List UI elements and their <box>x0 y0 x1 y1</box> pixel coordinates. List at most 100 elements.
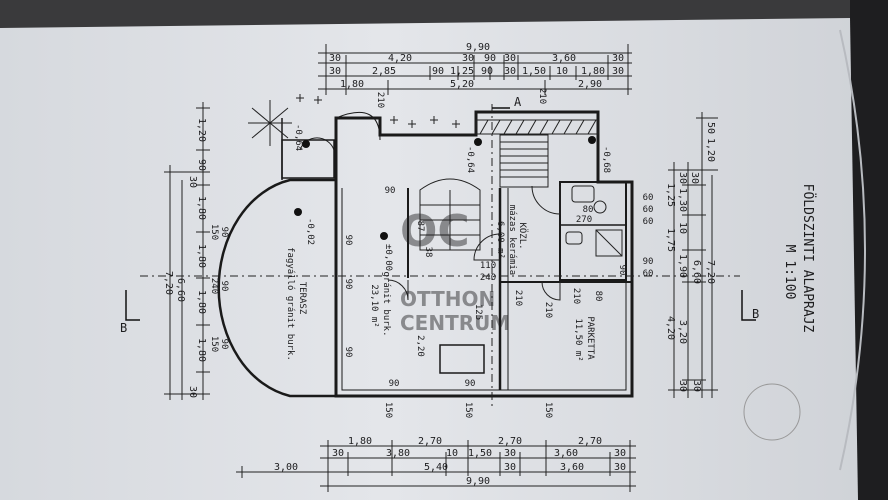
level-markers <box>294 136 596 240</box>
drawing-title: FÖLDSZINTI ALAPRAJZ <box>800 184 817 333</box>
level-label: -0,64 <box>293 124 303 151</box>
dim-bottom: 2,70 <box>578 436 602 447</box>
paper-sheet <box>0 18 858 500</box>
dim-right: 1,25 <box>665 183 676 207</box>
dim-top: 1,50 <box>522 66 546 77</box>
dim-bottom: 1,50 <box>468 448 492 459</box>
dim-top: 30 <box>504 53 516 64</box>
dim-top: 30 <box>462 53 474 64</box>
dim-top: 5,20 <box>450 79 474 90</box>
opening-label: 60 <box>643 217 654 227</box>
dim-right: 7,20 <box>705 260 716 284</box>
opening-label: 87 <box>415 221 425 232</box>
dimension-lines-top <box>318 44 632 95</box>
room-name-parketta: PARKETTA <box>585 316 595 360</box>
dim-bottom: 5,40 <box>424 462 448 473</box>
opening-label: 210 <box>537 88 547 104</box>
level-marker-icon <box>302 140 310 148</box>
dim-top: 30 <box>612 53 624 64</box>
dim-left: 6,60 <box>175 278 186 302</box>
opening-label: 2,20 <box>415 335 425 357</box>
section-lines <box>140 104 740 410</box>
room-desc-living: gránit burk. <box>381 271 391 336</box>
room-desc-kozl: mázas kerámia <box>507 205 517 275</box>
dim-left: 1,80 <box>196 244 207 268</box>
watermark-brand-2: CENTRUM <box>400 311 510 335</box>
dim-top: 30 <box>329 66 341 77</box>
dim-top: 4,20 <box>388 53 412 64</box>
dim-bottom: 2,70 <box>418 436 442 447</box>
dim-top: 30 <box>329 53 341 64</box>
opening-label: 150 <box>209 336 219 352</box>
dim-bottom: 3,60 <box>554 448 578 459</box>
room-desc-terasz: fagyálló gránit burk. <box>285 247 296 361</box>
opening-label: 240 <box>480 273 496 283</box>
room-area-parketta: 11,50 m² <box>573 318 583 361</box>
section-marker-b-right: B <box>752 307 759 321</box>
dim-top: 3,60 <box>552 53 576 64</box>
dim-top: 2,85 <box>372 66 396 77</box>
level-label: -0,64 <box>465 146 475 173</box>
dim-left: 30 <box>187 386 198 398</box>
dim-top: 30 <box>612 66 624 77</box>
room-area-living: 23,10 m² <box>369 284 379 327</box>
dim-bottom: 3,80 <box>386 448 410 459</box>
dim-top: 1,25 <box>450 66 474 77</box>
opening-label: 125 <box>473 304 483 320</box>
dimension-lines-right <box>668 112 718 398</box>
dim-right: 10 <box>677 222 688 234</box>
terrace-outline <box>217 111 381 398</box>
dim-top: 1,80 <box>581 66 605 77</box>
dim-right: 6,60 <box>691 260 702 284</box>
dim-top: 2,90 <box>578 79 602 90</box>
dimension-lines-left <box>164 102 210 400</box>
opening-label: 90 <box>219 227 229 238</box>
dim-left: 7,20 <box>163 271 174 295</box>
dim-bottom-total: 9,90 <box>466 476 490 487</box>
dimension-lines-bottom <box>236 440 636 492</box>
opening-label: 210 <box>543 302 553 318</box>
watermark: OC OTTHON CENTRUM <box>400 206 510 335</box>
opening-label: 90 <box>643 257 654 267</box>
opening-label: 38 <box>423 247 433 258</box>
dim-bottom: 30 <box>614 448 626 459</box>
dim-bottom: 30 <box>332 448 344 459</box>
opening-label: 80 <box>583 205 594 215</box>
dim-bottom: 30 <box>504 448 516 459</box>
dim-top: 1,80 <box>340 79 364 90</box>
level-label: -0,68 <box>601 146 611 173</box>
dim-right: 4,20 <box>665 316 676 340</box>
dim-right: 1,75 <box>665 228 676 252</box>
section-marker-arrows <box>125 107 756 321</box>
tree-icon <box>248 100 292 146</box>
dim-bottom: 2,70 <box>498 436 522 447</box>
dim-left: 30 <box>187 176 198 188</box>
dim-right: 1,20 <box>705 138 716 162</box>
dim-right: 1,30 <box>677 188 688 212</box>
level-label: -0,02 <box>305 218 315 245</box>
dim-right: 30 <box>677 172 688 184</box>
level-marker-icon <box>294 208 302 216</box>
dim-bottom: 10 <box>446 448 458 459</box>
dim-bottom: 30 <box>504 462 516 473</box>
dim-left: 1,20 <box>196 118 207 142</box>
dim-top: 90 <box>484 53 496 64</box>
opening-label: 150 <box>209 224 219 240</box>
section-marker-a: A <box>514 95 522 109</box>
opening-label: 210 <box>375 92 385 108</box>
dim-right: 30 <box>691 380 702 392</box>
watermark-brand: OTTHON <box>400 287 495 311</box>
level-marker-icon <box>380 232 388 240</box>
dim-left: 90 <box>196 159 207 171</box>
dim-right: 30 <box>677 380 688 392</box>
opening-label: 60 <box>643 193 654 203</box>
dim-bottom: 30 <box>614 462 626 473</box>
dim-top-total: 9,90 <box>466 42 490 53</box>
dim-left: 1,80 <box>196 196 207 220</box>
opening-label: 80 <box>593 291 603 302</box>
opening-label: 90 <box>219 339 229 350</box>
dim-bottom: 3,00 <box>274 462 298 473</box>
dim-top: 90 <box>481 66 493 77</box>
dim-top: 10 <box>556 66 568 77</box>
